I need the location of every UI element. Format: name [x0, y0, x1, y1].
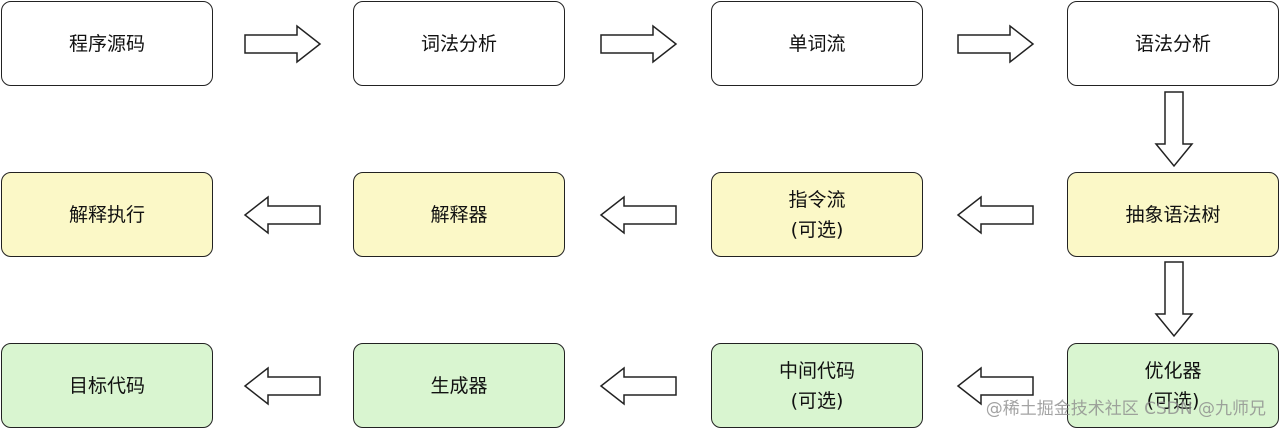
node-intermediate-code: 中间代码 (可选) [711, 343, 923, 428]
node-target-code: 目标代码 [1, 343, 213, 428]
arrow-left [599, 366, 677, 406]
node-source-code: 程序源码 [1, 1, 213, 86]
arrow-right [957, 24, 1035, 64]
arrow-left [243, 195, 321, 235]
node-label: 目标代码 [68, 374, 145, 397]
arrow-left [243, 366, 321, 406]
node-label: 语法分析 [1134, 32, 1211, 55]
arrow-right [600, 24, 678, 64]
node-label: 单词流 [788, 32, 846, 55]
arrow-down [1154, 91, 1194, 168]
arrow-right [244, 24, 322, 64]
node-label-optional: (可选) [790, 218, 844, 241]
node-label-optional: (可选) [1146, 389, 1200, 412]
node-label: 中间代码 [778, 359, 855, 382]
arrow-left [956, 366, 1034, 406]
node-label: 解释器 [430, 203, 488, 226]
node-abstract-syntax-tree: 抽象语法树 [1067, 172, 1279, 257]
node-label: 优化器 [1144, 359, 1202, 382]
node-label-optional: (可选) [790, 389, 844, 412]
node-generator: 生成器 [353, 343, 565, 428]
arrow-left [599, 195, 677, 235]
node-interpret-execute: 解释执行 [1, 172, 213, 257]
arrow-left [956, 195, 1034, 235]
node-syntax-analysis: 语法分析 [1067, 1, 1279, 86]
node-instruction-stream: 指令流 (可选) [711, 172, 923, 257]
node-label: 程序源码 [68, 32, 145, 55]
node-token-stream: 单词流 [711, 1, 923, 86]
node-label: 词法分析 [420, 32, 497, 55]
node-lexical-analysis: 词法分析 [353, 1, 565, 86]
node-label: 指令流 [788, 188, 846, 211]
node-interpreter: 解释器 [353, 172, 565, 257]
node-label: 抽象语法树 [1125, 203, 1221, 226]
watermark: @稀土掘金技术社区 CSDN @九师兄 [985, 399, 1266, 419]
node-label: 解释执行 [68, 203, 145, 226]
node-label: 生成器 [430, 374, 488, 397]
arrow-down [1154, 261, 1194, 338]
node-optimizer: 优化器 (可选) [1067, 343, 1279, 428]
